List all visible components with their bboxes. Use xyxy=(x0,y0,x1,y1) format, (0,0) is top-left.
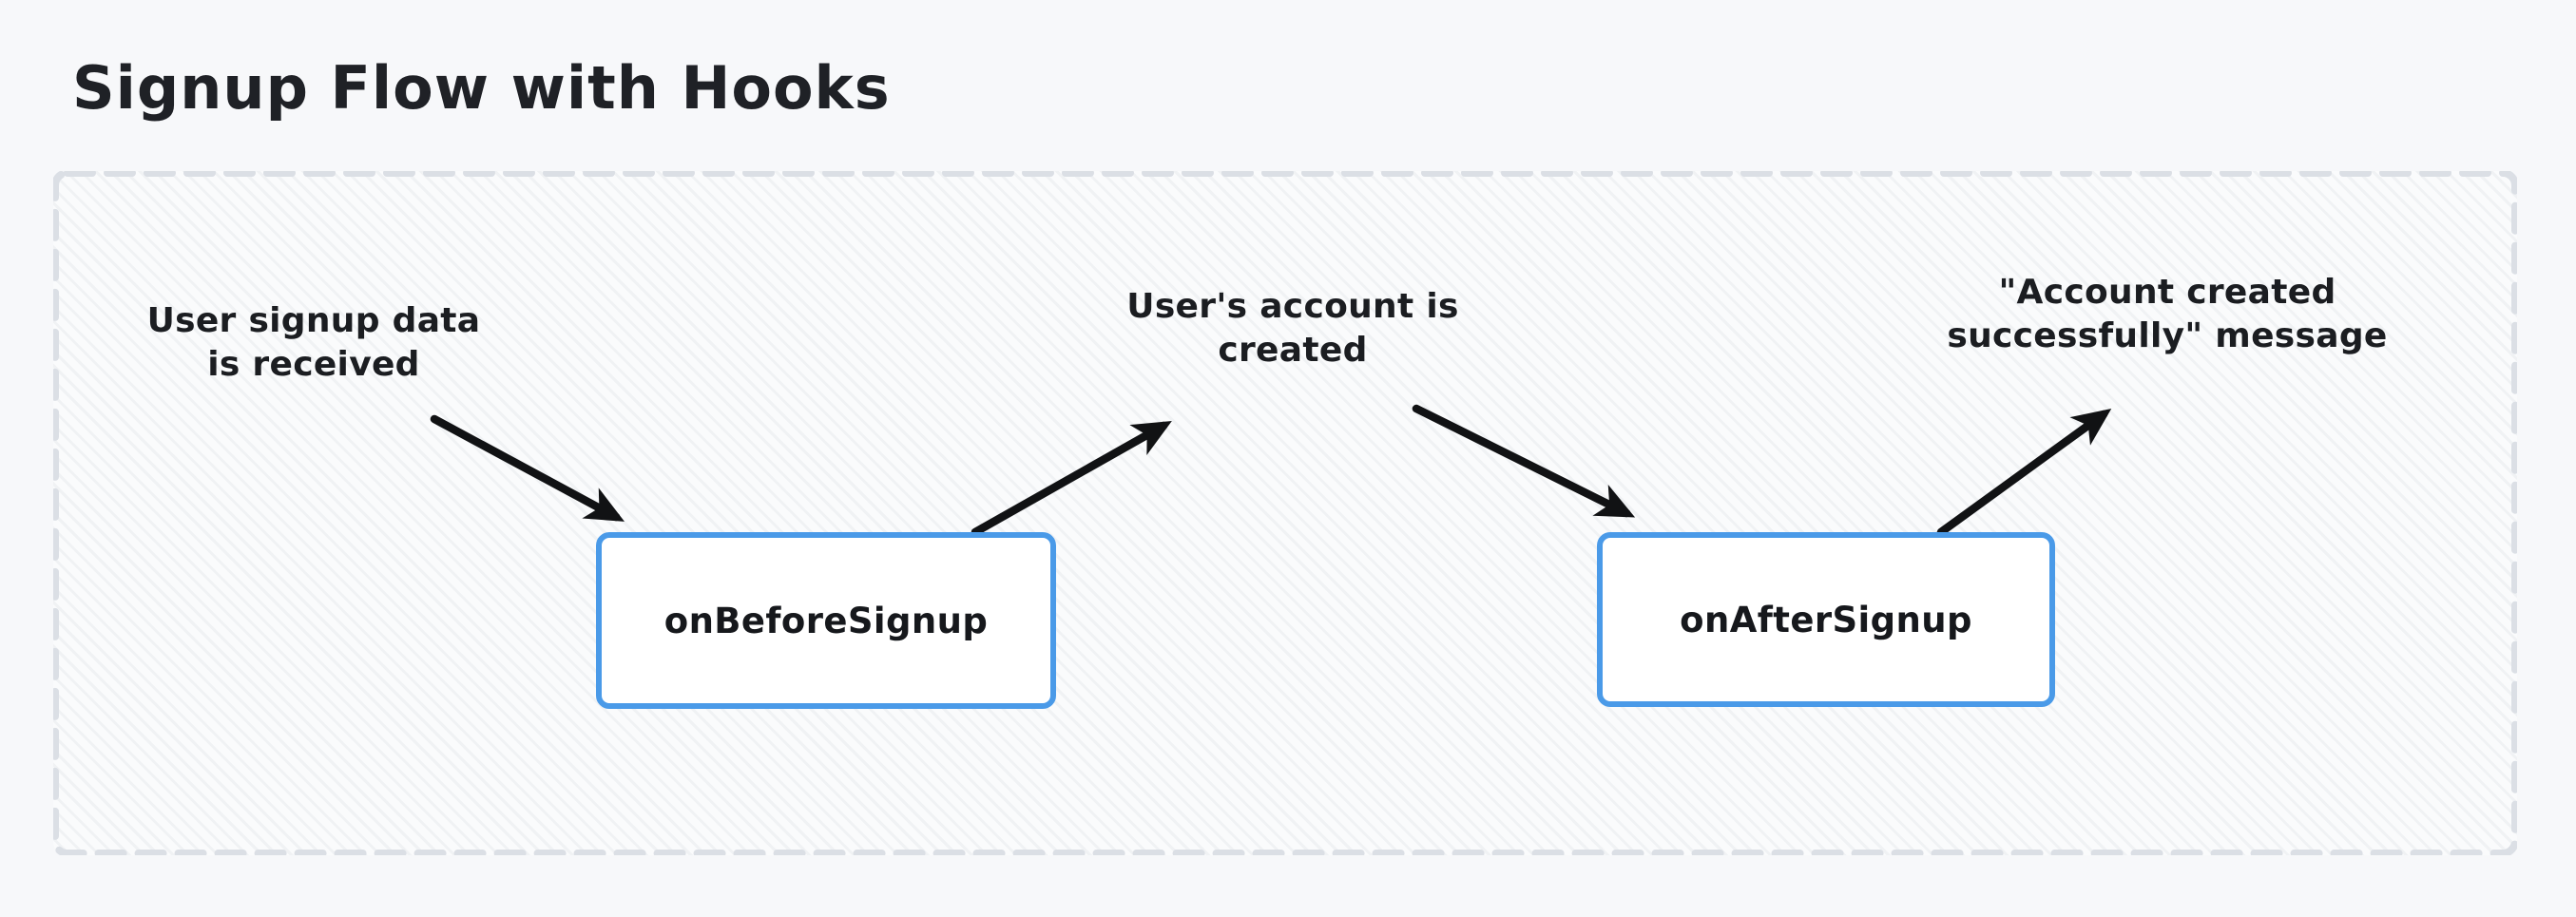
hook-node-label: onBeforeSignup xyxy=(663,600,989,641)
flow-label-user-signup-data: User signup data is received xyxy=(146,301,481,385)
hook-node-onaftersignup[interactable]: onAfterSignup xyxy=(1597,532,2055,707)
flow-label-success-message: "Account created successfully" message xyxy=(1947,273,2388,356)
page-title: Signup Flow with Hooks xyxy=(72,53,891,123)
hook-node-label: onAfterSignup xyxy=(1680,599,1972,640)
flow-label-account-created: User's account is created xyxy=(1126,287,1459,371)
hook-node-onbeforesignup[interactable]: onBeforeSignup xyxy=(596,532,1056,709)
